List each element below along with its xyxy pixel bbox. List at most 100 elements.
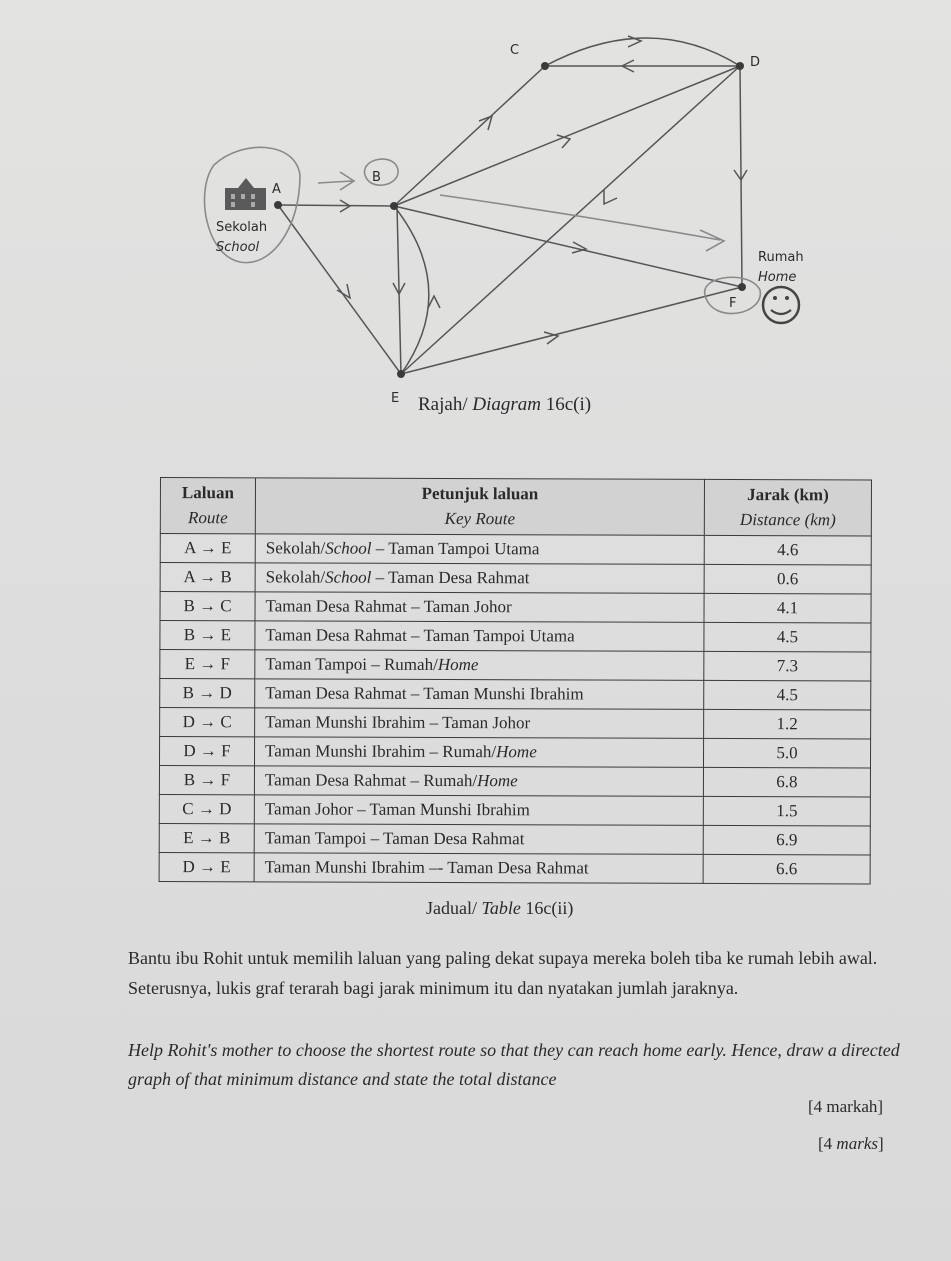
- header-route-en: Route: [187, 507, 228, 527]
- edge-d-f: [739, 65, 743, 288]
- table-row: D → C Taman Munshi Ibrahim – Taman Johor…: [159, 707, 871, 740]
- table-row: A → B Sekolah/School – Taman Desa Rahmat…: [160, 562, 872, 595]
- key-route-cell: Taman Desa Rahmat – Taman Johor: [254, 592, 705, 623]
- edge-c-d-arrow: [627, 35, 643, 48]
- key-route-text: Sekolah/: [265, 567, 326, 587]
- node-c-label: C: [510, 43, 519, 58]
- edge-b-d-arrow: [556, 134, 572, 149]
- key-route-cell: Taman Munshi Ibrahim – Taman Johor: [254, 708, 704, 739]
- key-route-text-end: – Taman Desa Rahmat: [371, 568, 530, 588]
- question-text-malay: Bantu ibu Rohit untuk memilih laluan yan…: [128, 948, 878, 998]
- edge-e-b-arrow: [427, 294, 441, 309]
- key-route-cell: Taman Desa Rahmat – Rumah/Home: [254, 766, 704, 797]
- table-caption-en: Table: [481, 898, 521, 918]
- key-route-cell: Taman Munshi Ibrahim – Rumah/Home: [254, 737, 704, 768]
- table-row: C → D Taman Johor – Taman Munshi Ibrahim…: [159, 794, 871, 827]
- key-route-cell: Taman Desa Rahmat – Taman Munshi Ibrahim: [254, 679, 704, 710]
- key-route-cell: Taman Munshi Ibrahim –- Taman Desa Rahma…: [254, 853, 704, 884]
- school-label-ms: Sekolah: [216, 220, 267, 235]
- key-route-cell: Sekolah/School – Taman Tampoi Utama: [255, 534, 705, 565]
- key-route-italic: Home: [437, 655, 479, 675]
- table-row: A → E Sekolah/School – Taman Tampoi Utam…: [160, 533, 872, 566]
- header-distance: Jarak (km) Distance (km): [704, 479, 872, 537]
- key-route-cell: Taman Desa Rahmat – Taman Tampoi Utama: [254, 621, 704, 652]
- pencil-line-to-home: [439, 194, 726, 252]
- table-row: D → F Taman Munshi Ibrahim – Rumah/Home …: [159, 736, 871, 769]
- node-e-dot: [397, 370, 405, 378]
- graph-edges: [277, 35, 748, 375]
- distance-cell: 1.2: [703, 709, 871, 740]
- node-f-label: F: [729, 296, 736, 311]
- pencil-circle-school: [203, 146, 301, 264]
- pencil-circle-b: [363, 158, 399, 186]
- node-b-label: B: [372, 170, 381, 185]
- school-label-en: School: [216, 240, 260, 255]
- edge-b-f-arrow: [571, 241, 588, 254]
- header-route-ms: Laluan: [181, 483, 234, 503]
- key-route-cell: Taman Tampoi – Rumah/Home: [254, 650, 704, 681]
- node-a-label: A: [272, 182, 281, 197]
- pencil-annotations: [203, 146, 761, 315]
- route-cell: B → F: [159, 765, 255, 796]
- edge-e-f-arrow: [543, 331, 560, 345]
- edge-d-e-arrow: [603, 190, 618, 206]
- node-b-dot: [390, 202, 398, 210]
- table-row: B → D Taman Desa Rahmat – Taman Munshi I…: [159, 678, 871, 711]
- node-d-dot: [736, 62, 744, 70]
- table-caption: Jadual/ Table 16c(ii): [426, 898, 573, 919]
- school-building-icon: [225, 178, 266, 210]
- node-c-dot: [541, 62, 549, 70]
- marks-label-english: [4 marks]: [818, 1134, 884, 1154]
- key-route-italic: Home: [496, 742, 537, 762]
- pencil-arrow-to-b: [317, 171, 356, 191]
- key-route-text: Taman Munshi Ibrahim – Taman Johor: [265, 712, 531, 733]
- marks-en-word: marks: [836, 1134, 878, 1153]
- table-row: E → F Taman Tampoi – Rumah/Home 7.3: [159, 649, 871, 682]
- route-cell: B → E: [159, 620, 255, 651]
- route-cell: D → E: [159, 852, 255, 883]
- header-route: Laluan Route: [160, 477, 256, 535]
- edge-a-b: [277, 204, 395, 207]
- distance-cell: 4.6: [704, 535, 872, 566]
- table-caption-ms: Jadual/: [426, 898, 477, 918]
- distance-cell: 6.8: [703, 767, 871, 798]
- diagram-caption-num: 16c(i): [545, 394, 592, 415]
- route-cell: A → E: [160, 533, 256, 564]
- graph-nodes: [274, 62, 746, 378]
- node-f-dot: [738, 283, 746, 291]
- key-route-text: Sekolah/: [265, 538, 326, 558]
- key-route-cell: Taman Tampoi – Taman Desa Rahmat: [254, 824, 704, 855]
- diagram-caption-en: Diagram: [472, 394, 541, 415]
- route-cell: B → C: [159, 591, 256, 622]
- distance-cell: 0.6: [704, 564, 872, 595]
- edge-b-e-arrow: [392, 282, 406, 296]
- header-key-ms: Petunjuk laluan: [421, 483, 539, 504]
- home-smiley-icon: [761, 285, 801, 325]
- distance-cell: 6.6: [703, 854, 871, 885]
- edge-a-e: [277, 204, 402, 375]
- key-route-cell: Taman Johor – Taman Munshi Ibrahim: [254, 795, 704, 826]
- edge-b-d: [393, 65, 741, 207]
- header-key-en: Key Route: [444, 508, 516, 528]
- edge-b-f: [393, 205, 743, 288]
- route-cell: B → D: [159, 678, 255, 709]
- marks-en-open: [4: [818, 1134, 837, 1153]
- distance-cell: 4.1: [703, 593, 872, 624]
- pencil-circle-f: [704, 276, 761, 315]
- table-row: B → C Taman Desa Rahmat – Taman Johor 4.…: [159, 591, 872, 624]
- key-route-text: Taman Desa Rahmat – Rumah/: [264, 770, 478, 791]
- edge-b-c-arrow: [478, 114, 494, 131]
- table-row: D → E Taman Munshi Ibrahim –- Taman Desa…: [159, 852, 871, 885]
- table-caption-num: 16c(ii): [525, 898, 574, 918]
- edge-a-b-arrow: [339, 199, 352, 213]
- key-route-italic: School: [325, 538, 372, 559]
- edge-d-f-arrow: [733, 169, 748, 182]
- key-route-text: Taman Tampoi – Taman Desa Rahmat: [264, 828, 525, 849]
- edge-a-e-arrow: [336, 283, 352, 300]
- distance-cell: 6.9: [703, 825, 871, 856]
- key-route-text: Taman Tampoi – Rumah/: [265, 654, 438, 675]
- route-cell: A → B: [160, 562, 256, 593]
- table-row: B → E Taman Desa Rahmat – Taman Tampoi U…: [159, 620, 871, 653]
- route-table: Laluan Route Petunjuk laluan Key Route J…: [159, 477, 872, 885]
- key-route-text: Taman Johor – Taman Munshi Ibrahim: [264, 799, 530, 820]
